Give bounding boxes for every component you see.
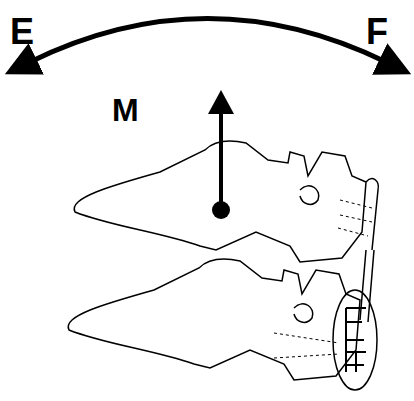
flexion-label: F xyxy=(366,14,388,50)
lower-vertebra xyxy=(68,259,360,380)
ligament-highlight-ellipse xyxy=(333,290,377,390)
ligament-strip xyxy=(360,250,374,322)
upper-vertebra xyxy=(74,141,378,262)
motion-arc-arrow xyxy=(30,19,386,63)
extension-label: E xyxy=(10,14,34,50)
load-point-dot xyxy=(212,201,230,219)
moment-arrow-head xyxy=(208,90,234,114)
moment-label: M xyxy=(112,94,139,126)
moment-arrow xyxy=(219,110,223,210)
ligament-fibres xyxy=(346,308,366,372)
